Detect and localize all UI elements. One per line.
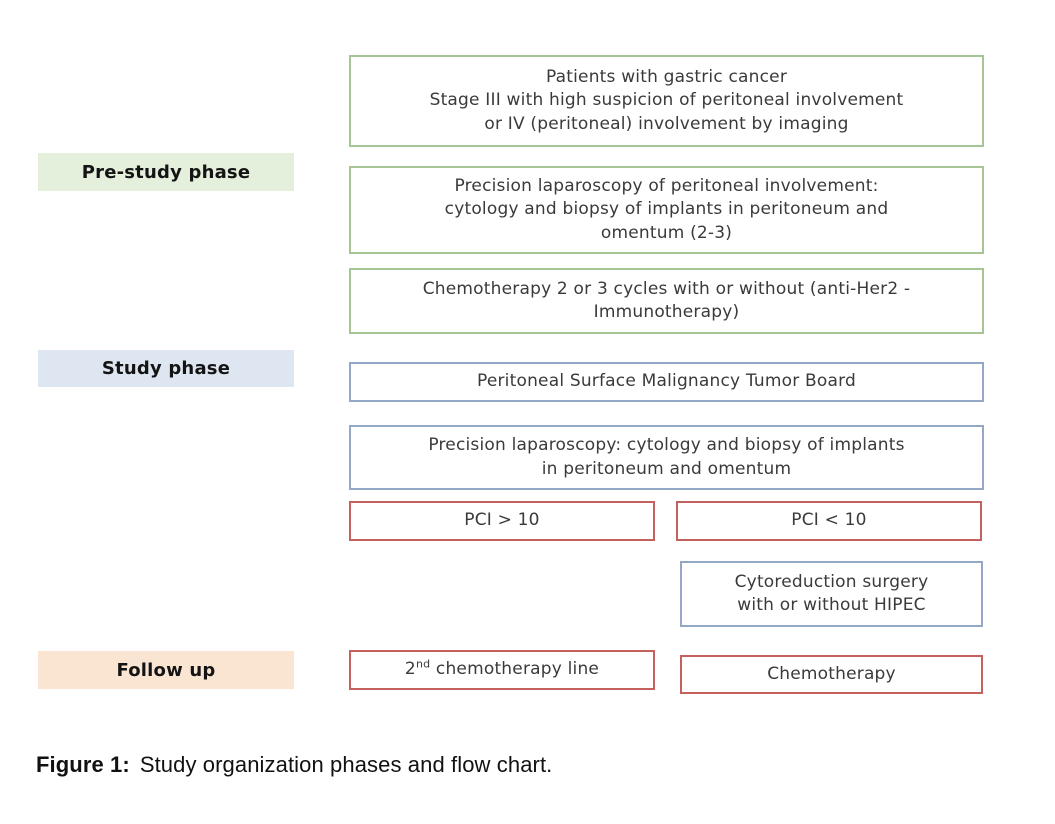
flow-box-patients: Patients with gastric cancer Stage III w… — [349, 55, 984, 147]
phase-label-followup: Follow up — [38, 651, 294, 689]
flow-box-pci-greater-10: PCI > 10 — [349, 501, 655, 541]
flow-box-tumor-board: Peritoneal Surface Malignancy Tumor Boar… — [349, 362, 984, 402]
figure-caption-text: Study organization phases and flow chart… — [139, 752, 553, 777]
figure-caption: Figure 1: Study organization phases and f… — [36, 752, 552, 778]
flow-box-pci-less-10: PCI < 10 — [676, 501, 982, 541]
flow-box-precision-laparoscopy-prestudy: Precision laparoscopy of peritoneal invo… — [349, 166, 984, 254]
flow-box-cytoreduction-surgery: Cytoreduction surgery with or without HI… — [680, 561, 983, 627]
flow-box-chemotherapy-cycles: Chemotherapy 2 or 3 cycles with or witho… — [349, 268, 984, 334]
second-chemo-text: 2nd chemotherapy line — [404, 657, 600, 680]
flow-box-chemotherapy-followup: Chemotherapy — [680, 655, 983, 694]
phase-label-prestudy: Pre-study phase — [38, 153, 294, 191]
ordinal-superscript: nd — [415, 657, 431, 671]
flow-box-second-line-chemotherapy: 2nd chemotherapy line — [349, 650, 655, 690]
flow-box-precision-laparoscopy-study: Precision laparoscopy: cytology and biop… — [349, 425, 984, 490]
figure-caption-label: Figure 1: — [36, 752, 130, 777]
phase-label-study: Study phase — [38, 350, 294, 387]
